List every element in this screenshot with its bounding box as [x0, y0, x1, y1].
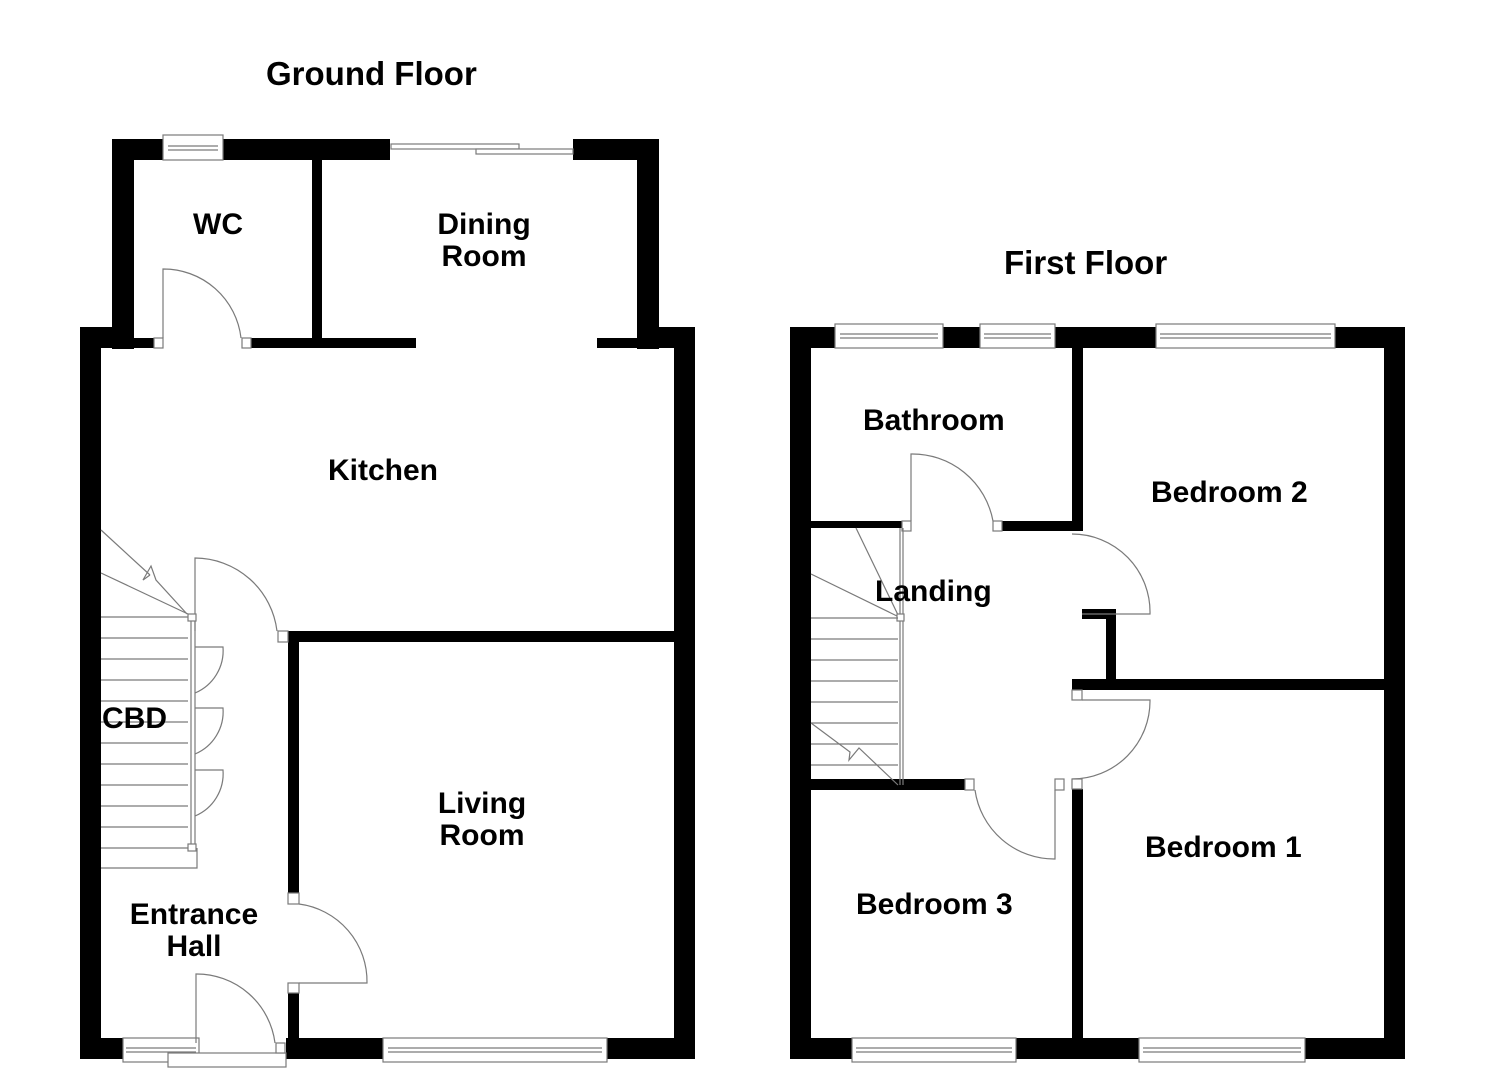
room-label-bedroom-3: Bedroom 3 — [856, 888, 1013, 921]
room-label-dining-room: Dining Room — [420, 208, 548, 274]
room-label-kitchen: Kitchen — [328, 454, 439, 487]
dining-line2: Room — [441, 240, 527, 274]
first-floor-plan — [790, 323, 1405, 1063]
ground-floor-title: Ground Floor — [266, 55, 477, 92]
dining-line1: Dining — [437, 208, 531, 241]
living-line1: Living — [437, 787, 527, 820]
room-label-bedroom-2: Bedroom 2 — [1151, 476, 1308, 509]
room-label-wc: WC — [193, 208, 243, 241]
room-label-bathroom: Bathroom — [863, 404, 1005, 437]
ground-floor-plan — [80, 134, 695, 1068]
entrance-line2: Hall — [166, 930, 222, 964]
living-line2: Room — [439, 819, 525, 853]
first-floor-title: First Floor — [1004, 244, 1168, 281]
room-label-entrance-hall: Entrance Hall — [118, 898, 270, 964]
room-label-bedroom-1: Bedroom 1 — [1145, 831, 1302, 864]
entrance-line1: Entrance — [129, 898, 259, 931]
first-floor-staircase — [810, 527, 905, 786]
room-label-cbd: CBD — [102, 702, 167, 735]
room-label-living-room: Living Room — [418, 787, 546, 853]
room-label-landing: Landing — [875, 575, 992, 608]
ground-floor-staircase — [100, 529, 224, 869]
